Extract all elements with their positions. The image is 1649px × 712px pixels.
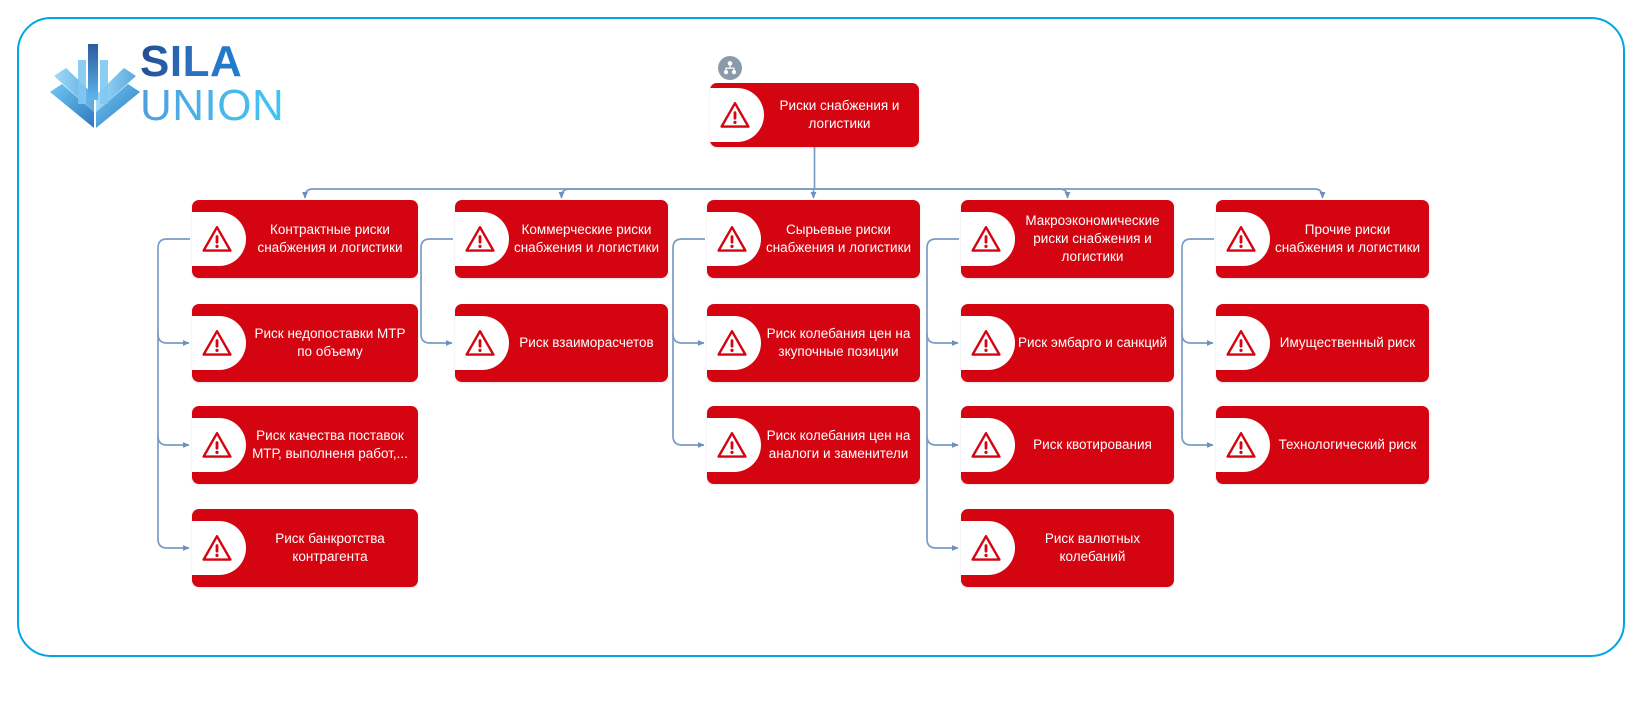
- node-label: Имущественный риск: [1279, 335, 1416, 350]
- warning-badge: [961, 418, 1015, 472]
- node-branch-head-5[interactable]: Прочие риски снабжения и логистики: [1216, 200, 1429, 278]
- node-label: Риск валютных колебаний: [1044, 531, 1141, 564]
- warning-triangle-icon: [1226, 330, 1256, 356]
- logo-wordmark: SILA UNION: [140, 36, 315, 132]
- warning-badge: [707, 212, 761, 266]
- warning-badge: [1216, 316, 1270, 370]
- warning-badge: [192, 316, 246, 370]
- warning-badge: [192, 418, 246, 472]
- warning-triangle-icon: [202, 432, 232, 458]
- warning-badge: [1216, 418, 1270, 472]
- warning-badge: [455, 212, 509, 266]
- warning-triangle-icon: [717, 432, 747, 458]
- node-label: Риск взаиморасчетов: [519, 335, 654, 350]
- node-child-1-2[interactable]: Риск качества поставок МТР, выполненя ра…: [192, 406, 418, 484]
- org-hierarchy-icon: [718, 56, 742, 80]
- warning-badge: [961, 316, 1015, 370]
- node-label: Прочие риски снабжения и логистики: [1274, 222, 1421, 255]
- node-child-1-3[interactable]: Риск банкротства контрагента: [192, 509, 418, 587]
- warning-triangle-icon: [717, 330, 747, 356]
- node-label: Риск эмбарго и санкций: [1017, 335, 1168, 350]
- node-label: Риск качества поставок МТР, выполненя ра…: [252, 428, 408, 461]
- warning-badge: [710, 88, 764, 142]
- node-child-5-2[interactable]: Технологический риск: [1216, 406, 1429, 484]
- node-child-4-3[interactable]: Риск валютных колебаний: [961, 509, 1174, 587]
- warning-badge: [961, 212, 1015, 266]
- warning-triangle-icon: [202, 535, 232, 561]
- warning-badge: [707, 418, 761, 472]
- node-label: Технологический риск: [1278, 437, 1417, 452]
- warning-badge: [707, 316, 761, 370]
- node-label: Риск квотирования: [1033, 437, 1152, 452]
- warning-triangle-icon: [202, 226, 232, 252]
- warning-badge: [1216, 212, 1270, 266]
- warning-triangle-icon: [717, 226, 747, 252]
- node-label: Макроэкономические риски снабжения и лог…: [1025, 213, 1160, 264]
- node-label: Риск банкротства контрагента: [275, 531, 385, 564]
- node-branch-head-2[interactable]: Коммерческие риски снабжения и логистики: [455, 200, 668, 278]
- node-branch-head-1[interactable]: Контрактные риски снабжения и логистики: [192, 200, 418, 278]
- warning-triangle-icon: [1226, 432, 1256, 458]
- node-branch-head-3[interactable]: Сырьевые риски снабжения и логистики: [707, 200, 920, 278]
- warning-triangle-icon: [971, 330, 1001, 356]
- node-root[interactable]: Риски снабжения и логистики: [710, 83, 919, 147]
- node-label: Риск недопоставки МТР по объему: [254, 326, 406, 359]
- node-label: Сырьевые риски снабжения и логистики: [765, 222, 912, 255]
- outer-frame: [17, 17, 1625, 657]
- warning-triangle-icon: [971, 432, 1001, 458]
- sila-union-logo: SILA UNION: [48, 34, 308, 134]
- node-child-3-1[interactable]: Риск колебания цен на зкупочные позиции: [707, 304, 920, 382]
- warning-triangle-icon: [465, 330, 495, 356]
- warning-badge: [192, 521, 246, 575]
- node-label: Риски снабжения и логистики: [779, 98, 900, 131]
- node-label: Контрактные риски снабжения и логистики: [257, 222, 403, 255]
- node-child-5-1[interactable]: Имущественный риск: [1216, 304, 1429, 382]
- node-child-4-1[interactable]: Риск эмбарго и санкций: [961, 304, 1174, 382]
- node-label: Риск колебания цен на зкупочные позиции: [766, 326, 911, 359]
- warning-triangle-icon: [465, 226, 495, 252]
- tri-blade-icon: [48, 40, 142, 130]
- warning-triangle-icon: [720, 102, 750, 128]
- warning-triangle-icon: [971, 535, 1001, 561]
- logo-line-union: UNION: [140, 81, 285, 130]
- node-child-1-1[interactable]: Риск недопоставки МТР по объему: [192, 304, 418, 382]
- node-label: Коммерческие риски снабжения и логистики: [513, 222, 660, 255]
- warning-badge: [455, 316, 509, 370]
- node-child-3-2[interactable]: Риск колебания цен на аналоги и замените…: [707, 406, 920, 484]
- node-branch-head-4[interactable]: Макроэкономические риски снабжения и лог…: [961, 200, 1174, 278]
- warning-triangle-icon: [971, 226, 1001, 252]
- warning-triangle-icon: [202, 330, 232, 356]
- logo-line-sila: SILA: [140, 37, 243, 86]
- node-child-2-1[interactable]: Риск взаиморасчетов: [455, 304, 668, 382]
- warning-badge: [961, 521, 1015, 575]
- node-label: Риск колебания цен на аналоги и замените…: [766, 428, 911, 461]
- warning-triangle-icon: [1226, 226, 1256, 252]
- node-child-4-2[interactable]: Риск квотирования: [961, 406, 1174, 484]
- warning-badge: [192, 212, 246, 266]
